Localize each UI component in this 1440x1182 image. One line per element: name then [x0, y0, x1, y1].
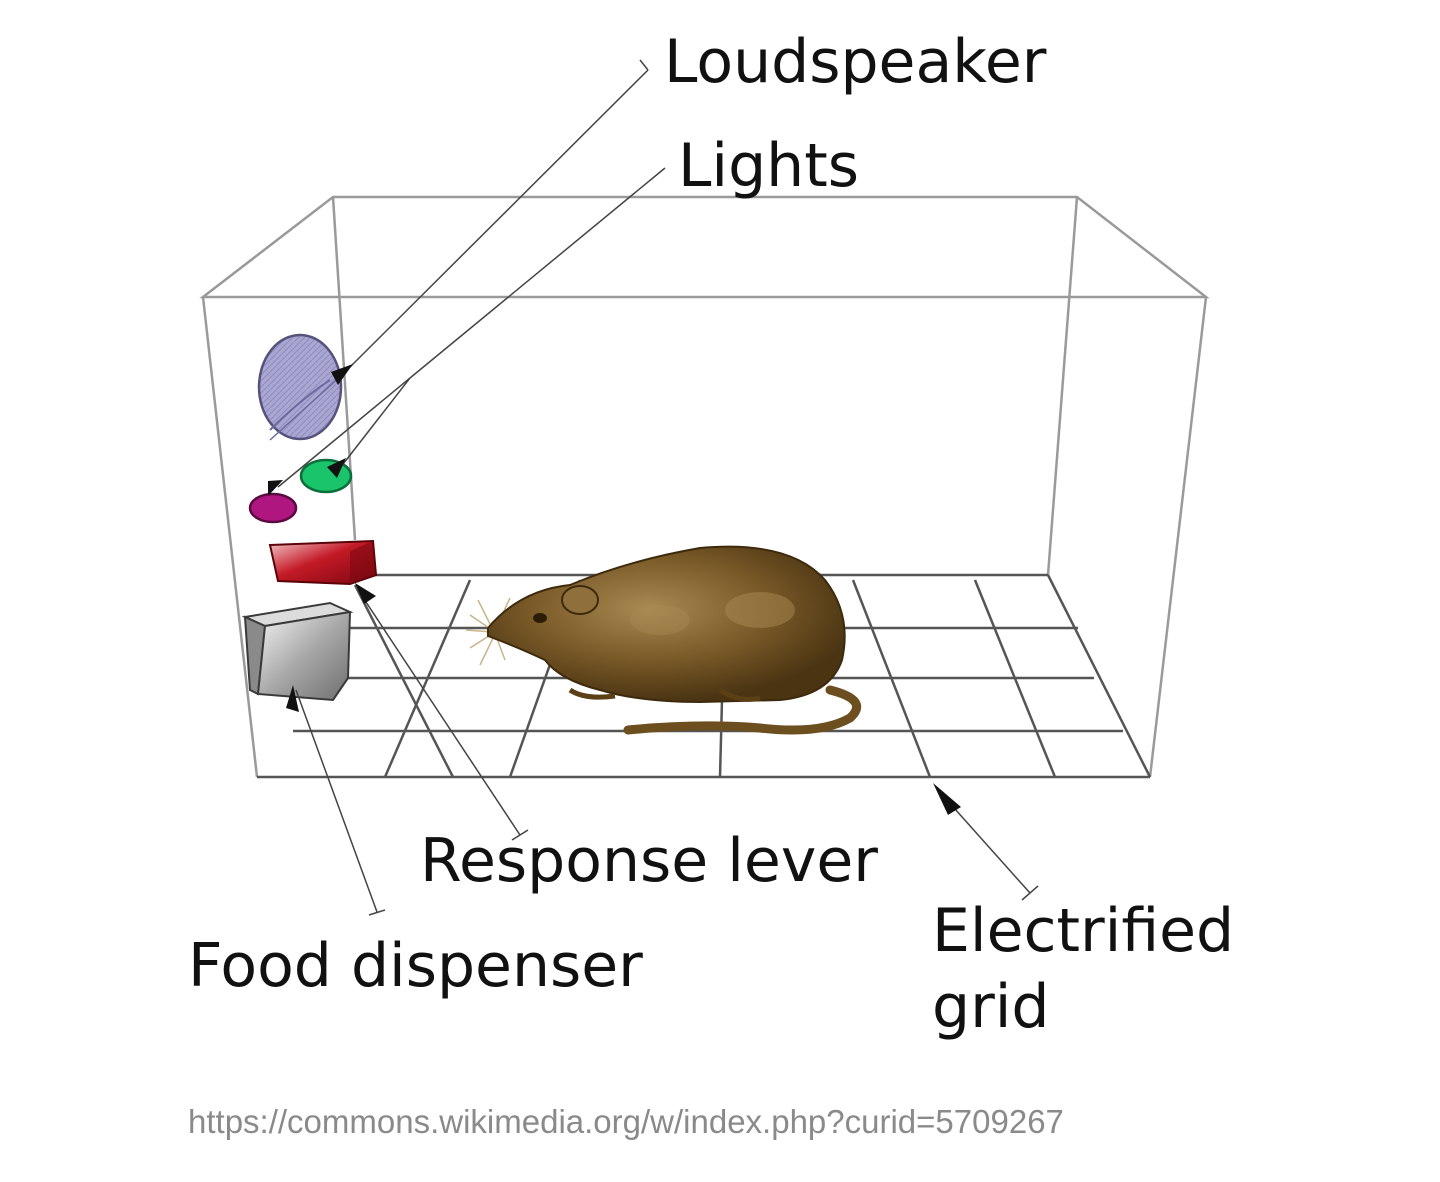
box-front-left-edge — [201, 296, 259, 778]
loudspeaker-label: Loudspeaker — [664, 27, 1047, 97]
dispenser-arrowhead — [286, 685, 299, 712]
box-back-right-edge — [1046, 196, 1079, 576]
green-light-icon — [299, 458, 353, 494]
loudspeaker-icon — [257, 333, 343, 441]
lights-leader-green — [339, 377, 411, 469]
rat-front-foot — [568, 687, 616, 700]
grid-rail — [718, 699, 724, 778]
food-dispenser-label: Food dispenser — [188, 931, 643, 1001]
response-lever-label: Response lever — [420, 826, 878, 896]
source-url: https://commons.wikimedia.org/w/index.ph… — [188, 1103, 1064, 1140]
grid-arrowhead — [933, 783, 961, 815]
grid-rail — [353, 584, 455, 778]
rat-tail — [623, 685, 862, 735]
box-front-right-edge — [1148, 296, 1208, 778]
loudspeaker-leader — [342, 69, 649, 375]
lever-arrowhead — [355, 583, 376, 604]
rat-illustration — [465, 545, 862, 735]
loudspeaker-arrowhead — [331, 364, 353, 385]
magenta-light-icon — [248, 492, 298, 524]
electrified-grid-label-line1: Electrified — [932, 896, 1235, 966]
loudspeaker-shading — [269, 379, 331, 431]
grid-rail — [973, 579, 1057, 778]
arrowheads — [268, 364, 961, 815]
food-dispenser-leader — [295, 689, 378, 913]
grid-right-edge — [1046, 574, 1152, 778]
grid-rail — [851, 579, 932, 778]
box-top-face — [199, 195, 1210, 299]
response-lever — [268, 539, 378, 586]
electrified-grid-label-line2: grid — [932, 972, 1050, 1042]
loudspeaker-disc — [257, 333, 343, 441]
electrified-grid-floor — [257, 573, 1152, 779]
rat-ear — [561, 585, 599, 615]
lights-leader — [409, 167, 666, 379]
lights-label: Lights — [678, 131, 859, 201]
leader-lines — [269, 59, 1039, 916]
green-light-arrowhead — [327, 458, 346, 478]
rat-hind-foot — [718, 687, 761, 702]
rat-eye — [533, 613, 547, 623]
food-cube-icon — [256, 610, 352, 702]
lights-leader-magenta — [277, 377, 411, 488]
magenta-light-arrowhead — [268, 480, 283, 496]
lever-side-face — [350, 541, 376, 584]
grid-rail — [383, 579, 472, 778]
food-dispenser — [241, 601, 354, 702]
response-lever-leader — [357, 589, 521, 836]
